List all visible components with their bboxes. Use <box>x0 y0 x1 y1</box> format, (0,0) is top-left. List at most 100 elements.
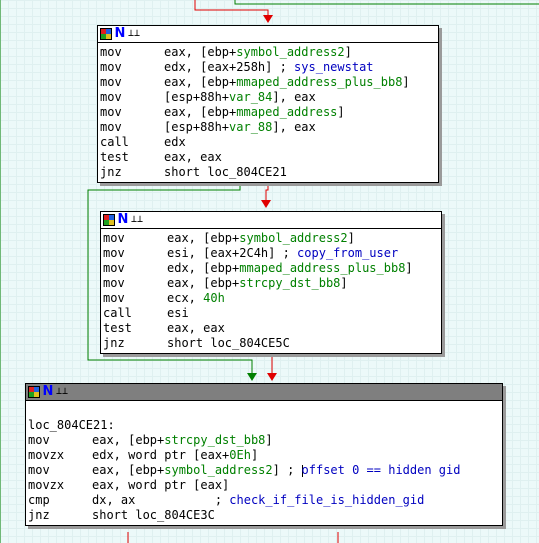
symbol[interactable]: 40h <box>203 291 225 305</box>
instruction-line[interactable]: cmp dx, ax ; check_if_file_is_hidden_gid <box>28 493 500 508</box>
operand: [esp+88h+ <box>164 120 230 134</box>
instruction-line[interactable]: test eax, eax <box>103 321 439 336</box>
edge-b1-b3 <box>87 184 253 375</box>
symbol[interactable]: strcpy_dst_bb8 <box>239 276 341 290</box>
instruction-line[interactable]: mov edx, [eax+258h] ; sys_newstat <box>100 60 436 75</box>
symbol[interactable]: strcpy_dst_bb8 <box>164 433 266 447</box>
operand: short loc_804CE5C <box>167 336 290 350</box>
operand: edx, [eax+258h] ; <box>164 60 295 74</box>
edge-b2-b3-arrow <box>267 373 277 381</box>
mnemonic: cmp <box>28 493 50 507</box>
operand: ] ; <box>272 463 302 477</box>
instruction-line[interactable]: mov eax, [ebp+strcpy_dst_bb8] <box>103 276 439 291</box>
operand: eax, [ebp+ <box>167 276 240 290</box>
operand: eax, [ebp+ <box>92 463 165 477</box>
comment: copy_from_user <box>297 246 399 260</box>
operand: eax, [ebp+ <box>164 75 237 89</box>
operand: ] <box>250 448 259 462</box>
mnemonic: mov <box>103 291 125 305</box>
mnemonic: call <box>103 306 132 320</box>
node-rename-icon[interactable]: N <box>42 384 54 399</box>
mnemonic: mov <box>100 90 122 104</box>
symbol[interactable]: var_84 <box>229 90 273 104</box>
code-block-1-header[interactable]: N ⊥⊥ <box>98 26 438 43</box>
symbol[interactable]: mmaped_address <box>236 105 338 119</box>
operand: esi, [eax+2C4h] ; <box>167 246 298 260</box>
code-label[interactable]: loc_804CE21: <box>28 418 115 432</box>
code-block-3-header[interactable]: N ⊥⊥ <box>26 384 502 401</box>
operand: [esp+88h+ <box>164 90 230 104</box>
symbol[interactable]: symbol_address2 <box>236 45 345 59</box>
mnemonic: mov <box>103 261 125 275</box>
mnemonic: call <box>100 135 129 149</box>
mnemonic: mov <box>28 463 50 477</box>
mnemonic: test <box>103 321 132 335</box>
symbol[interactable]: 0Eh <box>229 448 251 462</box>
edge-b1-b2 <box>265 184 269 204</box>
mnemonic: mov <box>103 276 125 290</box>
node-graph-icon[interactable]: ⊥⊥ <box>56 386 69 397</box>
edge-incoming-red <box>194 0 269 20</box>
instruction-line[interactable]: call edx <box>100 135 436 150</box>
operand: eax, eax <box>167 321 225 335</box>
mnemonic: mov <box>100 120 122 134</box>
mnemonic: mov <box>100 60 122 74</box>
node-color-icon[interactable] <box>28 386 40 398</box>
operand: edx <box>164 135 186 149</box>
operand: ] <box>344 45 352 59</box>
symbol[interactable]: mmaped_address_plus_bb8 <box>239 261 406 275</box>
symbol[interactable]: mmaped_address_plus_bb8 <box>236 75 403 89</box>
node-rename-icon[interactable]: N <box>117 212 129 227</box>
symbol[interactable]: var_88 <box>229 120 273 134</box>
symbol[interactable]: symbol_address2 <box>239 231 348 245</box>
mnemonic: mov <box>100 45 122 59</box>
comment: check_if_file_is_hidden_gid <box>229 493 425 507</box>
mnemonic: jnz <box>100 165 122 179</box>
comment: offset 0 == hidden gid <box>301 463 461 477</box>
operand: dx, ax ; <box>92 493 230 507</box>
operand: edx, word ptr [eax+ <box>92 448 230 462</box>
operand: ] <box>340 276 348 290</box>
node-color-icon[interactable] <box>103 214 115 226</box>
operand: eax, eax <box>164 150 222 164</box>
node-color-icon[interactable] <box>100 28 112 40</box>
node-rename-icon[interactable]: N <box>114 26 126 41</box>
mnemonic: mov <box>100 75 122 89</box>
edge-b1-b2-arrow <box>261 200 271 208</box>
instruction-line[interactable]: mov [esp+88h+var_88], eax <box>100 120 436 135</box>
symbol[interactable]: symbol_address2 <box>164 463 273 477</box>
mnemonic: mov <box>100 105 122 119</box>
node-graph-icon[interactable]: ⊥⊥ <box>128 28 141 39</box>
edge-top-green <box>234 0 539 5</box>
operand: eax, word ptr [eax] <box>92 478 230 492</box>
mnemonic: mov <box>103 231 125 245</box>
code-block-2-header[interactable]: N ⊥⊥ <box>101 212 441 229</box>
instruction-line[interactable]: mov eax, [ebp+symbol_address2] ; offset 0… <box>28 463 500 478</box>
operand: ], eax <box>272 120 316 134</box>
instruction-line[interactable]: mov[esp+88h+var_84], eax <box>100 90 436 105</box>
operand: ] <box>337 105 345 119</box>
comment: sys_newstat <box>294 60 374 74</box>
instruction-line[interactable]: mov ecx, 40h <box>103 291 439 306</box>
operand: ecx, <box>167 291 204 305</box>
node-graph-icon[interactable]: ⊥⊥ <box>131 214 144 225</box>
